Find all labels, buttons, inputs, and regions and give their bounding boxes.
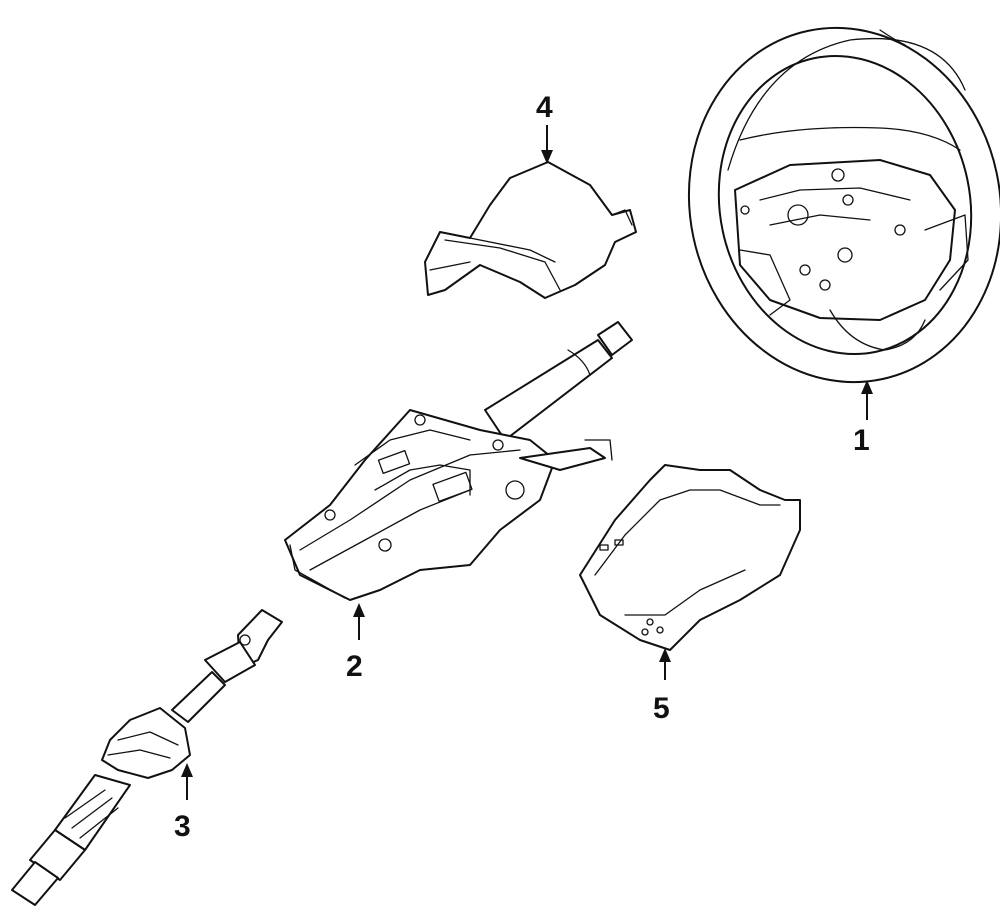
callout-4: 4 (536, 91, 553, 164)
callout-2: 2 (346, 603, 365, 683)
steering-wheel-part (687, 26, 1000, 384)
callout-5: 5 (653, 648, 671, 725)
callout-label-5: 5 (653, 692, 670, 725)
upper-shroud-part (424, 161, 637, 299)
callout-label-2: 2 (346, 650, 363, 683)
callout-label-1: 1 (853, 424, 870, 457)
callout-label-4: 4 (536, 91, 553, 124)
callout-3: 3 (174, 763, 193, 843)
steering-column-part (284, 321, 633, 601)
callout-1: 1 (853, 380, 873, 457)
callout-label-3: 3 (174, 810, 191, 843)
lower-shroud-part (579, 464, 801, 651)
intermediate-shaft-part (11, 609, 283, 906)
